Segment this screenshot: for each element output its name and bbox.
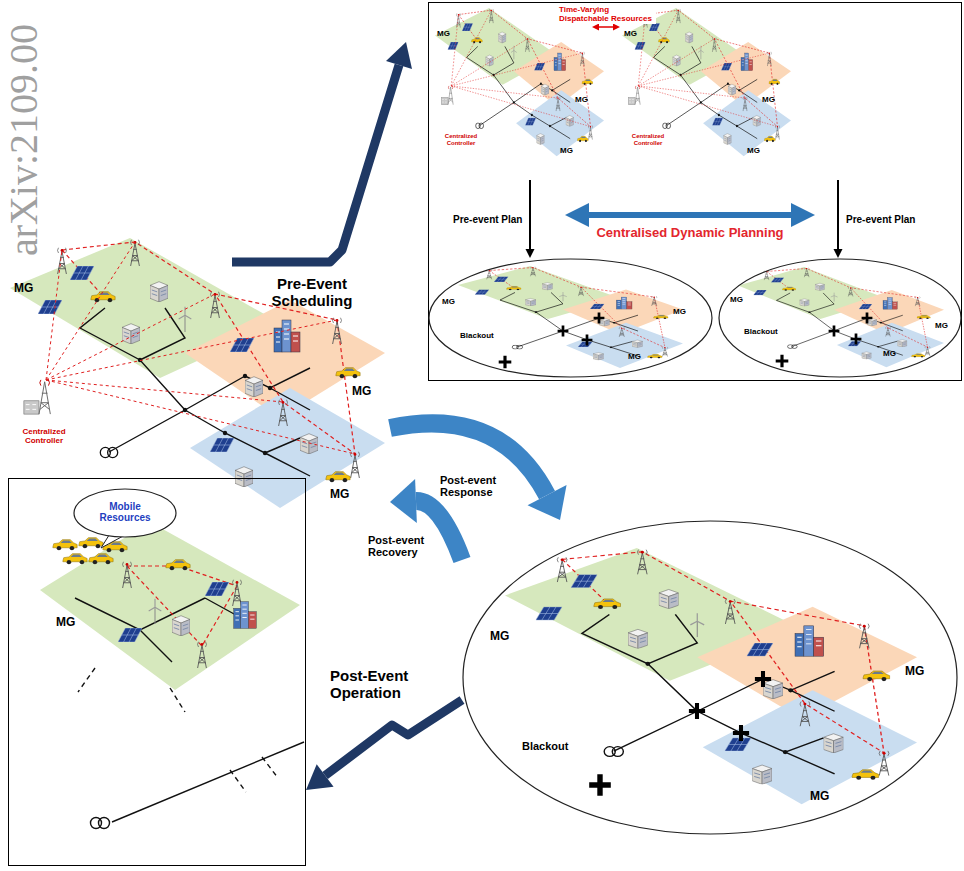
fault-crosses	[776, 313, 873, 368]
planning-label: Centralised Dynamic Planning	[560, 226, 820, 240]
connector	[306, 700, 462, 790]
dynamic-planning-arrow	[565, 203, 815, 227]
operation-panel: MG Mobile Resources	[8, 478, 306, 866]
callout-bubble: Mobile Resources	[73, 488, 177, 538]
arrow-head	[834, 249, 843, 258]
mg-label: MG	[762, 96, 775, 105]
ellipse-outline	[718, 258, 962, 378]
mg-label: MG	[810, 790, 829, 803]
microgrid-network	[622, 8, 791, 156]
mg-label: MG	[14, 282, 33, 295]
blackout-label: Blackout	[744, 328, 778, 337]
blackout-ellipse: MG MG MG Blackout	[718, 258, 962, 378]
mg-label: MG	[730, 296, 743, 305]
planning-panel	[429, 3, 962, 381]
ellipse-outline	[428, 258, 713, 378]
microgrid-network: MG MG MG Centralized Controller	[620, 5, 845, 180]
microgrid-network	[10, 238, 385, 508]
connector	[834, 180, 843, 258]
arrow-head	[526, 249, 535, 258]
mg-label: MG	[56, 616, 75, 629]
callout-text: Mobile Resources	[85, 501, 165, 523]
connector-line	[416, 501, 462, 560]
mobile-microgrid	[40, 522, 304, 829]
arrow-head	[390, 479, 417, 523]
mg-label: MG	[883, 350, 896, 359]
edge-label: Pre-event Plan	[844, 214, 917, 225]
edge-label: Post-event Response	[440, 474, 515, 498]
mg-label: MG	[575, 96, 588, 105]
fault-crosses	[589, 671, 771, 796]
blackout-label: Blackout	[460, 332, 494, 341]
ellipse-outline	[462, 520, 958, 835]
edge-label: Pre-event Plan	[451, 214, 524, 225]
blackout-ellipse: MG MG MG Blackout	[428, 258, 713, 378]
microgrid-network	[435, 8, 604, 156]
connector-line	[529, 180, 531, 249]
connector-line	[325, 700, 462, 776]
mg-label: MG	[747, 147, 760, 156]
connector-line	[837, 180, 839, 249]
mg-label: MG	[624, 30, 637, 39]
blackout-network	[458, 266, 683, 368]
connector-line	[599, 26, 613, 28]
blackout-ellipse: MG MG MG Blackout	[462, 520, 958, 835]
controller-label: Centralized Controller	[13, 428, 75, 446]
controller-label: Centralized Controller	[622, 133, 674, 146]
mg-label: MG	[352, 385, 371, 398]
mg-label: MG	[935, 322, 948, 331]
connector	[526, 180, 535, 258]
arrow-head	[592, 24, 599, 31]
edge-label: Post-Event Operation	[330, 668, 440, 701]
arrow-head	[613, 24, 620, 31]
blackout-label: Blackout	[522, 740, 568, 752]
mg-label: MG	[442, 298, 455, 307]
mg-label: MG	[905, 665, 924, 678]
controller-label: Centralized Controller	[435, 133, 487, 146]
arrow-head	[528, 485, 567, 520]
mg-label: MG	[673, 308, 686, 317]
watermark: arXiv:2109.00	[2, 24, 46, 256]
mg-label: MG	[628, 353, 641, 362]
edge-label: Post-event Recovery	[368, 534, 448, 558]
microgrid-network: MG MG MG Centralized Controller	[432, 5, 592, 180]
connector	[592, 24, 620, 31]
edge-label: Time-Varying Dispatchable Resources	[557, 6, 656, 24]
blackout-network	[505, 548, 917, 804]
mg-label: MG	[490, 630, 509, 643]
mg-label: MG	[437, 30, 450, 39]
mg-label: MG	[560, 147, 573, 156]
fault-crosses	[499, 313, 605, 369]
scheduling-arrow	[232, 42, 412, 262]
blackout-network	[738, 267, 944, 367]
mg-label: MG	[330, 488, 349, 501]
stage-label: Pre-Event Scheduling	[258, 276, 366, 309]
arrow-head	[306, 764, 334, 790]
